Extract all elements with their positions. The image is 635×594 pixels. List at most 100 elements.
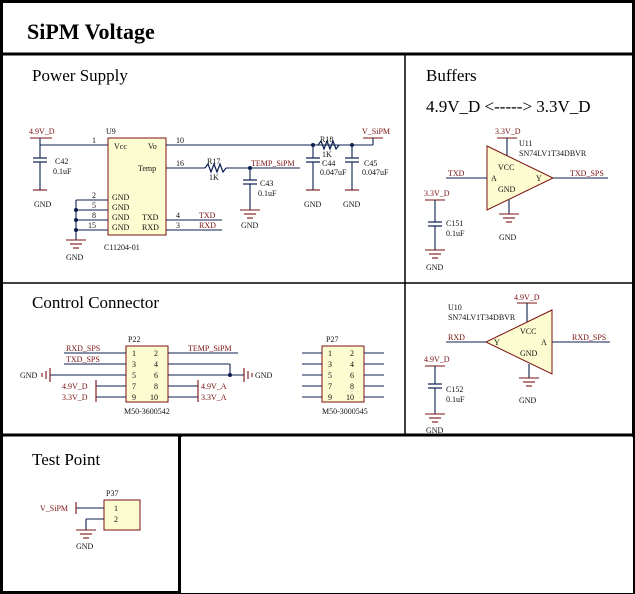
u9-pin-txd: TXD bbox=[142, 213, 159, 222]
c43-value: 0.1uF bbox=[258, 189, 277, 198]
gnd-label-c152: GND bbox=[426, 426, 444, 435]
p27-pin-4: 4 bbox=[350, 360, 354, 369]
u11-part: SN74LV1T34DBVR bbox=[519, 149, 587, 158]
net-label-u11-3v3: 3.3V_D bbox=[495, 127, 521, 136]
c45-ref: C45 bbox=[364, 159, 377, 168]
sheet-title: SiPM Voltage bbox=[27, 19, 155, 44]
u10-gnd: GND bbox=[520, 349, 538, 358]
net-label-vsipm: V_SiPM bbox=[362, 127, 390, 136]
u11-vcc: VCC bbox=[498, 163, 514, 172]
u9-pin-gnd-5: GND bbox=[112, 203, 130, 212]
u11-ref: U11 bbox=[519, 139, 532, 148]
u9-pin-num-2: 2 bbox=[92, 191, 96, 200]
u10-pin-a: A bbox=[541, 338, 547, 347]
p22-pin-7: 7 bbox=[132, 382, 136, 391]
p37-pin-1: 1 bbox=[114, 504, 118, 513]
net-label-u10-4v9: 4.9V_D bbox=[514, 293, 540, 302]
net-label-u11-txd: TXD bbox=[448, 169, 465, 178]
p27-ref: P27 bbox=[326, 335, 338, 344]
net-label-rxd-u9: RXD bbox=[199, 221, 216, 230]
r17-ref: R17 bbox=[207, 157, 220, 166]
net-label-p22-3v3d: 3.3V_D bbox=[62, 393, 88, 402]
power-supply-circuit: 4.9V_D C42 0.1uF GND U9 C11204-01 Vcc Vo… bbox=[29, 127, 390, 262]
connector-p27: P27 M50-3000545 1 3 5 7 9 2 4 6 8 10 bbox=[302, 335, 384, 416]
net-label-p22-3v3a: 3.3V_A bbox=[201, 393, 227, 402]
test-point-p37: P37 1 2 V_SiPM GND bbox=[40, 489, 141, 551]
p22-ref: P22 bbox=[128, 335, 140, 344]
u9-box bbox=[107, 137, 167, 236]
u10-ref: U10 bbox=[448, 303, 462, 312]
u9-pin-num-1: 1 bbox=[92, 136, 96, 145]
c152-value: 0.1uF bbox=[446, 395, 465, 404]
u9-ref: U9 bbox=[106, 127, 116, 136]
connector-p22: P22 M50-3600542 1 3 5 7 9 2 4 6 8 10 RXD… bbox=[20, 335, 273, 416]
net-label-p37-vsipm: V_SiPM bbox=[40, 504, 68, 513]
net-label-c152-4v9: 4.9V_D bbox=[424, 355, 450, 364]
p37-box bbox=[103, 499, 141, 531]
r18-value: 1K bbox=[322, 150, 332, 159]
u9-pin-gnd-15: GND bbox=[112, 223, 130, 232]
p27-pin-5: 5 bbox=[328, 371, 332, 380]
p22-pin-3: 3 bbox=[132, 360, 136, 369]
u9-pin-rxd: RXD bbox=[142, 223, 159, 232]
p22-pin-5: 5 bbox=[132, 371, 136, 380]
c44-value: 0.047uF bbox=[320, 168, 347, 177]
u9-pin-num-4: 4 bbox=[176, 211, 180, 220]
buffer-u10: 4.9V_D U10 SN74LV1T34DBVR VCC GND Y A RX… bbox=[424, 293, 610, 435]
p22-box bbox=[125, 345, 169, 403]
r17-value: 1K bbox=[209, 173, 219, 182]
section-title-test-point: Test Point bbox=[32, 450, 101, 469]
u11-pin-a: A bbox=[491, 174, 497, 183]
section-title-control-connector: Control Connector bbox=[32, 293, 159, 312]
net-label-p22-txd-sps: TXD_SPS bbox=[66, 355, 100, 364]
c151-value: 0.1uF bbox=[446, 229, 465, 238]
c152-ref: C152 bbox=[446, 385, 463, 394]
gnd-label-c151: GND bbox=[426, 263, 444, 272]
u9-pin-gnd-2: GND bbox=[112, 193, 130, 202]
u11-gnd: GND bbox=[498, 185, 516, 194]
p22-pin-9: 9 bbox=[132, 393, 136, 402]
gnd-label-p22-right: GND bbox=[255, 371, 273, 380]
p27-pin-7: 7 bbox=[328, 382, 332, 391]
net-label-u10-rxd: RXD bbox=[448, 333, 465, 342]
u9-pin-vcc: Vcc bbox=[114, 142, 127, 151]
p27-pin-3: 3 bbox=[328, 360, 332, 369]
u11-pin-y: Y bbox=[536, 174, 542, 183]
gnd-label-p37: GND bbox=[76, 542, 94, 551]
p22-pin-8: 8 bbox=[154, 382, 158, 391]
section-title-power-supply: Power Supply bbox=[32, 66, 128, 85]
net-label-p22-temp: TEMP_SiPM bbox=[188, 344, 232, 353]
p22-pin-4: 4 bbox=[154, 360, 158, 369]
p27-pin-10: 10 bbox=[346, 393, 354, 402]
net-label-p22-4v9d: 4.9V_D bbox=[62, 382, 88, 391]
p37-pin-2: 2 bbox=[114, 515, 118, 524]
net-label-temp-sipm: TEMP_SiPM bbox=[251, 159, 295, 168]
gnd-label-u9: GND bbox=[66, 253, 84, 262]
net-label-txd-u9: TXD bbox=[199, 211, 216, 220]
p27-pin-2: 2 bbox=[350, 349, 354, 358]
u9-pin-num-5: 5 bbox=[92, 201, 96, 210]
u10-part: SN74LV1T34DBVR bbox=[448, 313, 516, 322]
u9-pin-num-10: 10 bbox=[176, 136, 184, 145]
u9-pin-num-16: 16 bbox=[176, 159, 184, 168]
u9-part: C11204-01 bbox=[104, 243, 140, 252]
p27-pin-6: 6 bbox=[350, 371, 354, 380]
p22-pin-1: 1 bbox=[132, 349, 136, 358]
c42-value: 0.1uF bbox=[53, 167, 72, 176]
p27-part: M50-3000545 bbox=[322, 407, 368, 416]
p37-ref: P37 bbox=[106, 489, 118, 498]
buffers-subtitle: 4.9V_D <-----> 3.3V_D bbox=[426, 97, 591, 116]
gnd-label-c45: GND bbox=[343, 200, 361, 209]
c44-ref: C44 bbox=[322, 159, 335, 168]
p27-pin-8: 8 bbox=[350, 382, 354, 391]
gnd-label-c44: GND bbox=[304, 200, 322, 209]
empty-area bbox=[181, 437, 633, 593]
gnd-label-p22-left: GND bbox=[20, 371, 38, 380]
c42-ref: C42 bbox=[55, 157, 68, 166]
r18-ref: R18 bbox=[320, 135, 333, 144]
gnd-label-u10: GND bbox=[519, 396, 537, 405]
section-title-buffers: Buffers bbox=[426, 66, 477, 85]
u9-pin-temp: Temp bbox=[138, 164, 156, 173]
u10-pin-y: Y bbox=[494, 338, 500, 347]
